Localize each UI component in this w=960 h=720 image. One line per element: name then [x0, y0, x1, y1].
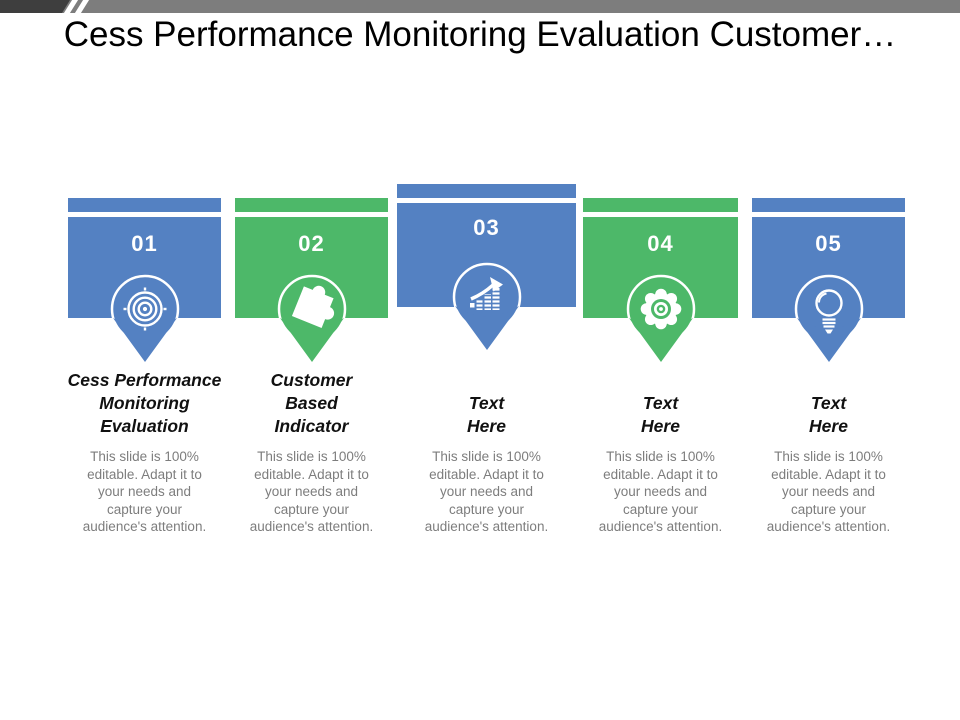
card-top-strip — [583, 198, 738, 212]
step-column-1: 01 Ces — [68, 184, 221, 584]
map-pin — [792, 273, 866, 363]
step-number: 02 — [298, 231, 325, 256]
step-description[interactable]: This slide is 100% editable. Adapt it to… — [82, 449, 207, 534]
growth-chart-icon — [452, 262, 521, 350]
step-column-5: 05 Text Here This slide is 100% editable… — [752, 184, 905, 584]
top-accent-bar — [0, 0, 960, 13]
step-heading-text: Text Here — [641, 393, 680, 436]
card-top-strip — [397, 184, 576, 198]
step-card-3[interactable]: 03 — [397, 203, 576, 307]
map-pin — [624, 273, 698, 363]
double-slash-icon — [74, 0, 90, 13]
map-pin — [450, 261, 524, 351]
step-heading[interactable]: Customer Based Indicator — [220, 366, 404, 438]
top-bar-dark-segment — [0, 0, 70, 13]
map-pin — [108, 273, 182, 363]
step-column-2: 02 Customer Based Indicator This slide i… — [235, 184, 388, 584]
step-heading[interactable]: Cess Performance Monitoring Evaluation — [53, 366, 237, 438]
map-pin — [275, 273, 349, 363]
step-heading[interactable]: Text Here — [395, 366, 579, 438]
card-top-strip — [68, 198, 221, 212]
step-description[interactable]: This slide is 100% editable. Adapt it to… — [766, 449, 891, 534]
step-number: 03 — [473, 215, 500, 240]
gear-icon — [626, 274, 695, 362]
step-description[interactable]: This slide is 100% editable. Adapt it to… — [598, 449, 723, 534]
step-number: 04 — [647, 231, 674, 256]
step-description[interactable]: This slide is 100% editable. Adapt it to… — [424, 449, 549, 534]
card-top-strip — [752, 198, 905, 212]
target-icon — [110, 274, 179, 362]
step-description[interactable]: This slide is 100% editable. Adapt it to… — [249, 449, 374, 534]
step-heading-text: Cess Performance Monitoring Evaluation — [67, 370, 222, 436]
step-number: 05 — [815, 231, 842, 256]
step-column-4: 04 — [583, 184, 738, 584]
step-heading[interactable]: Text Here — [737, 366, 921, 438]
slide-title[interactable]: Cess Performance Monitoring Evaluation C… — [63, 15, 897, 54]
step-heading[interactable]: Text Here — [569, 366, 753, 438]
step-column-3: 03 — [397, 184, 576, 584]
card-top-strip — [235, 198, 388, 212]
step-number: 01 — [131, 231, 158, 256]
step-heading-text: Text Here — [467, 393, 506, 436]
step-heading-text: Customer Based Indicator — [270, 370, 353, 436]
puzzle-icon — [277, 274, 346, 362]
step-heading-text: Text Here — [809, 393, 848, 436]
lightbulb-icon — [794, 274, 863, 362]
